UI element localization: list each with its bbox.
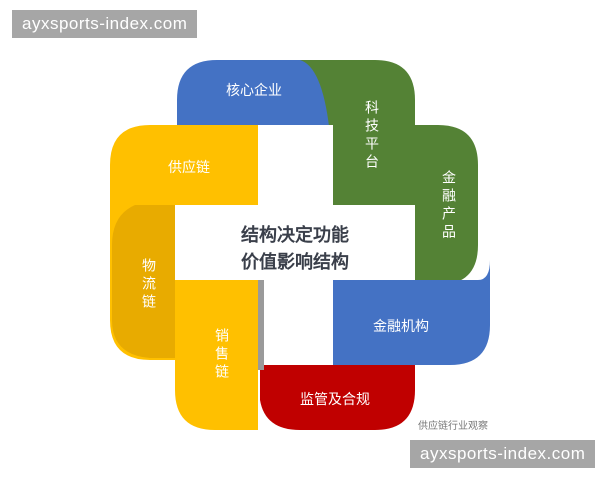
label-sales-chain: 销售链 [213,328,229,382]
center-cross [175,125,415,365]
source-label: 供应链行业观察 [418,421,488,432]
watermark-bottom: ayxsports-index.com [410,440,596,468]
label-supply-chain: 供应链 [168,160,210,176]
label-financial-institution: 金融机构 [373,319,429,335]
label-tech-platform: 科技平台 [363,100,379,172]
watermark-top: ayxsports-index.com [12,10,198,38]
red-petal [260,365,415,430]
label-financial-product: 金融产品 [440,170,456,242]
cross-shadow [258,280,264,370]
center-line-2: 价值影响结构 [241,252,349,273]
center-line-1: 结构决定功能 [241,225,349,246]
blue-right-petal [333,260,490,365]
label-core-enterprise: 核心企业 [226,83,282,99]
label-regulation: 监管及合规 [300,392,370,408]
yellow-shade [112,205,175,358]
label-logistics-chain: 物流链 [140,258,156,312]
